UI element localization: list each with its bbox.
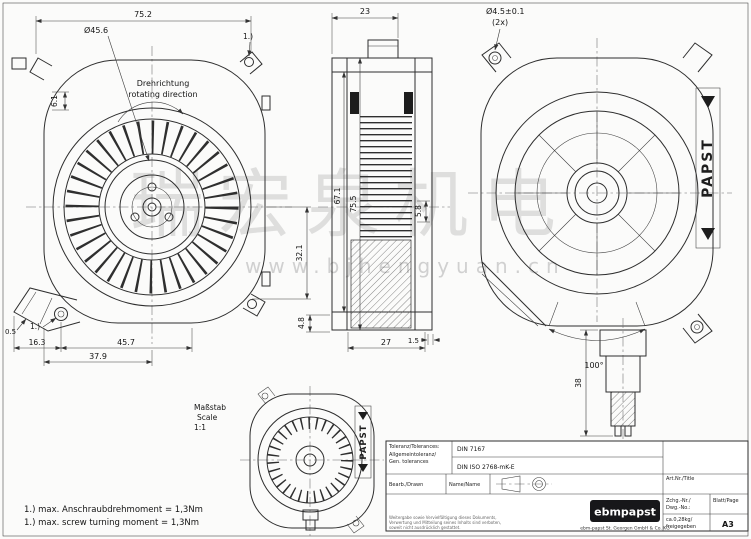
ebmpapst-logo: ebmpapst (590, 500, 660, 522)
front-clip-left (11, 57, 27, 70)
rotation-label-de: Drehrichtung (137, 79, 190, 88)
confidential-line2: Verwertung und Mitteilung seines Inhalts… (389, 520, 501, 525)
dim-small-label: 1.5 (408, 337, 419, 345)
art-number-label: Art.Nr./Title (666, 476, 694, 482)
papst-arrow-bottom (701, 228, 715, 240)
papst-logo-rear: PAPST (695, 87, 721, 249)
title-block-grid (386, 441, 748, 531)
front-foot-hole (54, 307, 68, 321)
ebmpapst-logo-text: ebmpapst (594, 506, 656, 519)
hub (119, 174, 185, 240)
rear-mounting-hole-2 (690, 320, 704, 334)
connector-terminal (610, 391, 636, 427)
papst-logo-text-scale: PAPST (359, 424, 369, 459)
dim-step-label: 5.8 (414, 205, 423, 217)
projection-symbol (496, 475, 552, 493)
note-torque-de: 1.) max. Anschraubdrehmoment = 1,3Nm (24, 505, 203, 515)
tolerance-line2: Gen. tolerances (389, 459, 429, 465)
rear-ear-top-right (682, 42, 713, 73)
scale-label-en: Scale (197, 413, 218, 422)
side-view-dimensions: 23 67.1 75.5 5.8 4.8 27 1.5 (297, 7, 440, 352)
rear-outlet-edge (481, 261, 547, 327)
dim-depth-label: 23 (360, 7, 370, 16)
drawn-label: Bearb./Drawn (389, 482, 423, 488)
dim-side-label: 6.1 (50, 95, 59, 107)
scale-impeller-blades (267, 417, 353, 503)
dim-inlet-label: Ø45.6 (84, 25, 108, 35)
front-housing-outline (43, 59, 266, 324)
notes: 1.) max. Anschraubdrehmoment = 1,3Nm 1.)… (24, 505, 203, 528)
sheet-label: Blatt/Page (713, 498, 739, 504)
title-block-border (385, 440, 749, 532)
rear-housing-outline (480, 57, 714, 327)
tolerance-line1: Allgemeintoleranz/ (389, 452, 436, 458)
din-standard: DIN 7167 (457, 446, 485, 453)
dwg-number-label-line1: Zchg.-Nr./ (666, 498, 691, 504)
rear-ear-top-left (481, 42, 512, 73)
dim-hole-qty-label: (2x) (492, 18, 508, 27)
connector (599, 318, 647, 444)
name-label: Name/Name (449, 482, 480, 488)
rear-ear-bottom-right (682, 313, 713, 344)
front-outlet-foot (13, 287, 81, 332)
dim-angle-label: 100° (584, 361, 603, 370)
rear-spokes (515, 111, 679, 275)
title-block: Toleranz/Tolerances: Allgemeintoleranz/ … (385, 440, 749, 532)
rotation-arrow (117, 101, 184, 123)
connector-pin-2 (624, 425, 632, 437)
dim-bottom-total-label: 37.9 (89, 352, 107, 361)
front-ear-bottom-right (242, 293, 266, 317)
scale-housing-outline (249, 393, 375, 529)
dim-bottom-left-label: 16.3 (29, 338, 46, 347)
shaft-center (147, 202, 157, 212)
dim-foot-lip-label: 0.5 (5, 328, 16, 336)
scale-view: PAPST Maßstab Scale 1:1 (194, 386, 384, 536)
note-torque-en: 1.) max. screw turning moment = 1,3Nm (24, 518, 199, 528)
dim-width-label: 75.2 (134, 10, 152, 19)
rear-mounting-hole-1 (488, 51, 502, 65)
papst-logo-scale: PAPST (354, 405, 372, 479)
rear-view: PAPST (468, 38, 732, 444)
connector-pin-1 (614, 425, 622, 437)
dim-foot-label: 4.8 (297, 317, 306, 329)
note-ref-top-label: 1.) (243, 32, 253, 41)
front-view (11, 46, 292, 344)
format-value: A3 (722, 520, 734, 529)
dim-height-outer-label: 75.5 (349, 195, 358, 212)
dwg-number-label-line2: Dwg.-No.: (666, 505, 691, 511)
note-ref-bottom-label: 1.) (30, 322, 40, 331)
papst-arrow-top (701, 96, 715, 108)
front-ear-top-right (239, 51, 263, 75)
dim-height-inner-label: 67.1 (333, 187, 342, 204)
front-ear-top-left (29, 57, 53, 81)
rotation-label-en: rotating direction (128, 90, 197, 99)
confidential-line1: Weitergabe sowie Vervielfältigung dieses… (389, 515, 497, 520)
side-inlet-ring (367, 39, 399, 58)
company-name: ebm-papst St. Georgen GmbH & Co. KG (580, 526, 670, 532)
front-view-dimensions: 75.2 Ø45.6 1.) 6.1 32.1 0.5 1.) 16.3 45.… (5, 10, 311, 366)
scale-label-de: Maßstab (194, 403, 226, 412)
tolerance-label: Toleranz/Tolerances: (388, 444, 440, 450)
rear-view-dimensions: Ø4.5±0.1 (2x) 100° 38 (486, 6, 646, 437)
confidential-line3: soweit nicht ausdrücklich gestattet. (389, 525, 461, 530)
weight-value: ca.0,28kg/ (666, 517, 693, 523)
impeller-blades (65, 120, 239, 294)
side-housing-outline (331, 57, 433, 331)
released-label: freigegeben (666, 524, 696, 530)
dim-lower-right-label: 32.1 (295, 244, 304, 261)
din-iso-standard: DIN ISO 2768-mK-E (457, 464, 515, 471)
dim-connector-len-label: 38 (574, 378, 583, 388)
scale-ratio: 1:1 (194, 423, 206, 432)
inlet-opening (104, 159, 200, 255)
dim-bottom-label: 27 (381, 338, 391, 347)
dim-hole-dia-label: Ø4.5±0.1 (486, 6, 524, 16)
dim-bottom-mid-label: 45.7 (117, 338, 135, 347)
papst-logo-text-rear: PAPST (700, 138, 716, 198)
